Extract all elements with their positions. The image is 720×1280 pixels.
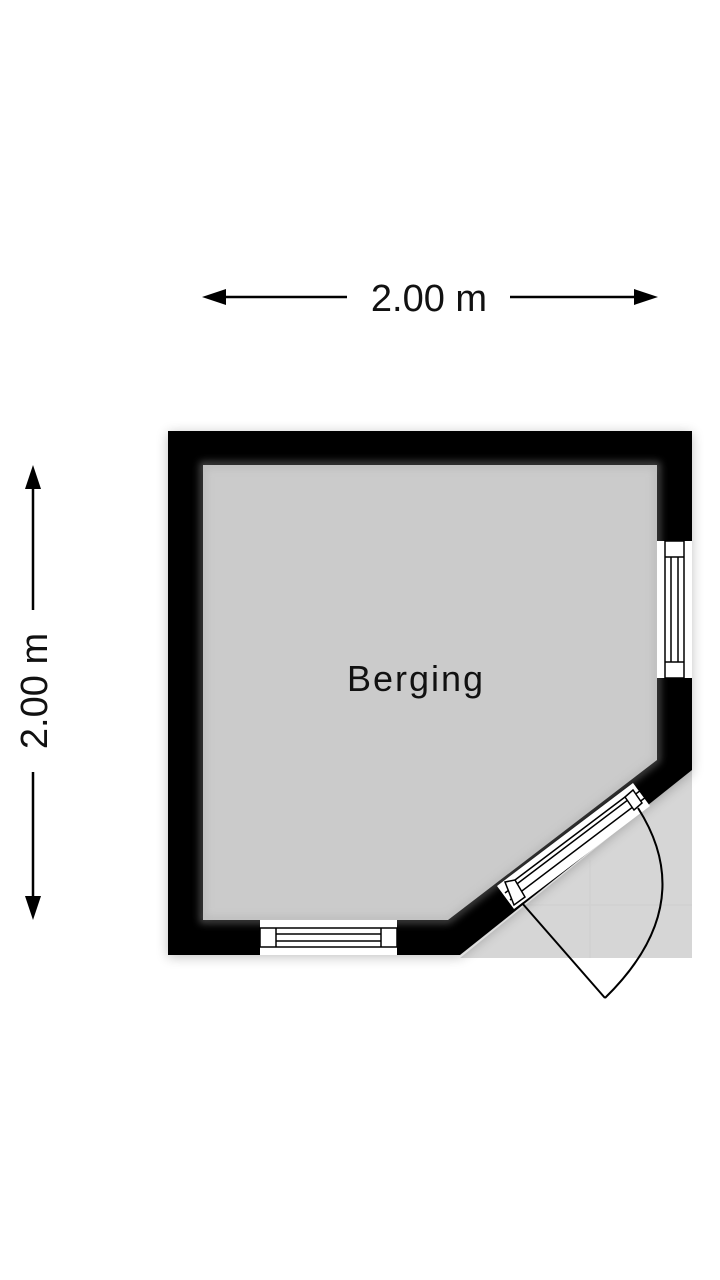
arrow-up-icon — [25, 465, 41, 489]
window-bottom-wall[interactable] — [259, 920, 398, 955]
door-opening — [497, 783, 650, 909]
vertical-dimension-label: 2.00 m — [14, 633, 56, 749]
room-floor — [203, 465, 657, 920]
door-leaf — [521, 902, 606, 999]
arrow-right-icon — [634, 289, 658, 305]
horizontal-dimension: 2.00 m — [202, 278, 658, 320]
room-label: Berging — [347, 658, 485, 699]
arrow-left-icon — [202, 289, 226, 305]
vertical-dimension: 2.00 m — [14, 465, 56, 920]
horizontal-dimension-label: 2.00 m — [371, 278, 487, 320]
arrow-down-icon — [25, 896, 41, 920]
door-swing-arc — [604, 807, 664, 999]
door[interactable] — [497, 783, 664, 999]
window-right-wall[interactable] — [657, 540, 692, 679]
